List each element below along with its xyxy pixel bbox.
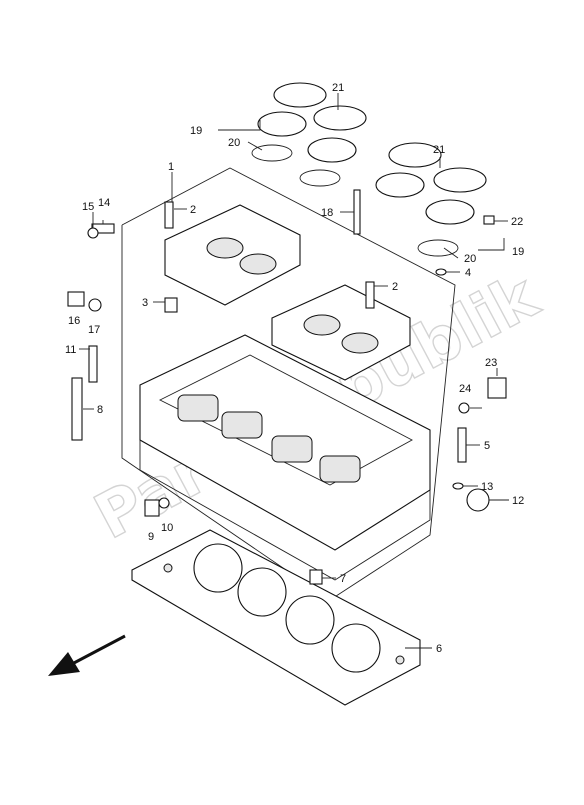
callout-22[interactable]: 22 (511, 216, 523, 228)
callout-1[interactable]: 1 (168, 161, 174, 173)
callout-19[interactable]: 19 (512, 246, 524, 258)
callout-13[interactable]: 13 (481, 481, 493, 493)
gasket-17[interactable] (88, 298, 102, 312)
callout-24[interactable]: 24 (459, 383, 471, 395)
callout-9[interactable]: 9 (148, 531, 154, 543)
callout-8[interactable]: 8 (97, 404, 103, 416)
callout-19[interactable]: 19 (190, 125, 202, 137)
small-parts (67, 189, 507, 585)
callout-10[interactable]: 10 (161, 522, 173, 534)
clamp-22[interactable] (483, 215, 495, 225)
callout-21[interactable]: 21 (433, 144, 445, 156)
callout-20[interactable]: 20 (464, 253, 476, 265)
plug-16[interactable] (67, 291, 85, 307)
direction-arrow-icon (48, 634, 126, 676)
callout-23[interactable]: 23 (485, 357, 497, 369)
washer-10[interactable] (158, 497, 170, 509)
dowel-3[interactable] (164, 297, 178, 313)
throttle-bodies-left[interactable] (251, 82, 367, 187)
assembly-frame (121, 167, 456, 601)
callout-4[interactable]: 4 (465, 267, 471, 279)
spark-plug-18[interactable] (353, 189, 361, 235)
cylinder-head[interactable] (139, 334, 431, 581)
oring-13[interactable] (452, 482, 464, 490)
bolt-2b[interactable] (365, 281, 375, 309)
bolt-11[interactable] (88, 345, 98, 383)
throttle-bodies-right[interactable] (375, 142, 487, 257)
callout-17[interactable]: 17 (88, 324, 100, 336)
bolt-8[interactable] (71, 377, 83, 441)
callout-18[interactable]: 18 (321, 207, 333, 219)
dowel-7[interactable] (309, 569, 323, 585)
callout-2[interactable]: 2 (392, 281, 398, 293)
washer-24[interactable] (458, 402, 470, 414)
callout-2[interactable]: 2 (190, 204, 196, 216)
leader-lines (79, 93, 509, 649)
callout-6[interactable]: 6 (436, 643, 442, 655)
callout-16[interactable]: 16 (68, 315, 80, 327)
intake-manifold-lower[interactable] (271, 284, 411, 381)
callout-5[interactable]: 5 (484, 440, 490, 452)
callout-7[interactable]: 7 (340, 573, 346, 585)
pin-5[interactable] (457, 427, 467, 463)
callout-3[interactable]: 3 (142, 297, 148, 309)
bolt-9[interactable] (144, 499, 160, 517)
washer-4[interactable] (435, 268, 447, 276)
intake-manifold-upper[interactable] (164, 204, 301, 306)
callout-21[interactable]: 21 (332, 82, 344, 94)
callout-labels: 1 2 2 3 4 5 6 7 8 9 10 11 12 13 14 15 16… (65, 82, 524, 655)
bolt-2a[interactable] (164, 201, 174, 229)
callout-12[interactable]: 12 (512, 495, 524, 507)
callout-14[interactable]: 14 (98, 197, 110, 209)
callout-20[interactable]: 20 (228, 137, 240, 149)
head-gasket[interactable] (131, 529, 421, 706)
callout-15[interactable]: 15 (82, 201, 94, 213)
sensor-23[interactable] (487, 377, 507, 399)
washer-15[interactable] (87, 227, 99, 239)
callout-11[interactable]: 11 (65, 344, 76, 356)
